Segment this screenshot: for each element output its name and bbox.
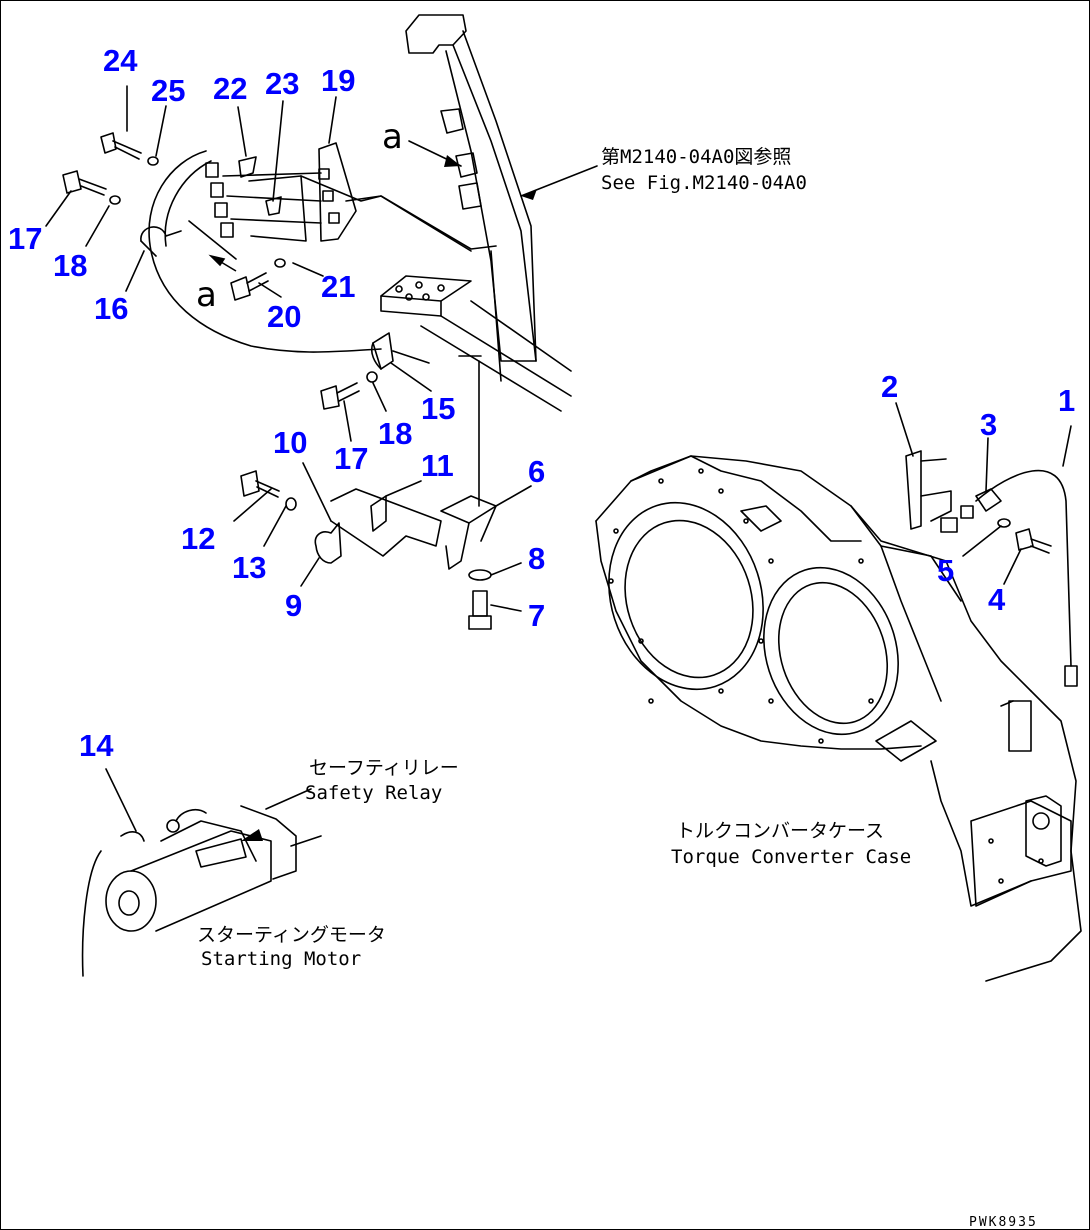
callout-17-top: 17: [8, 221, 42, 256]
safety-relay-label-jp: セーフティリレー: [309, 757, 459, 779]
switch-bracket-drawing: [905, 450, 1052, 554]
wiring-harness-drawing: [62, 132, 497, 353]
leader-lines: [45, 85, 1072, 832]
callout-12: 12: [181, 521, 215, 556]
callout-2: 2: [881, 369, 898, 404]
callout-8: 8: [528, 541, 545, 576]
callout-18-top: 18: [53, 248, 87, 283]
frame-bracket-drawing: [380, 14, 572, 412]
torque-converter-case-drawing: [595, 455, 1082, 982]
callout-25: 25: [151, 73, 185, 108]
callout-23: 23: [265, 66, 299, 101]
callout-1: 1: [1058, 383, 1075, 418]
torque-converter-case-label-jp: トルクコンバータケース: [676, 820, 884, 842]
torque-converter-case-label-en: Torque Converter Case: [671, 846, 911, 868]
callout-17-mid: 17: [334, 441, 368, 476]
callout-20: 20: [267, 299, 301, 334]
drawing-code: PWK8935: [969, 1215, 1038, 1230]
starting-motor-label-jp: スターティングモータ: [197, 924, 386, 946]
callout-22: 22: [213, 71, 247, 106]
callout-11: 11: [421, 448, 454, 483]
safety-relay-label-en: Safety Relay: [305, 782, 442, 804]
callout-7: 7: [528, 598, 545, 633]
callout-6: 6: [528, 454, 545, 489]
callout-9: 9: [285, 588, 302, 623]
starting-motor-drawing: [81, 805, 322, 977]
callout-5: 5: [937, 553, 954, 588]
figure-reference-en: See Fig.M2140-04A0: [601, 172, 807, 194]
starting-motor-label-en: Starting Motor: [201, 948, 361, 970]
callout-15: 15: [421, 391, 455, 426]
callout-21: 21: [321, 269, 355, 304]
figure-reference-jp: 第M2140-04A0図参照: [601, 146, 791, 168]
view-marker-a-lower: a: [196, 275, 217, 315]
callout-3: 3: [980, 407, 997, 442]
callout-4: 4: [988, 582, 1006, 617]
callout-14: 14: [79, 728, 114, 763]
callout-24: 24: [103, 43, 138, 78]
callout-13: 13: [232, 550, 266, 585]
callout-19: 19: [321, 63, 355, 98]
view-marker-a-upper: a: [382, 117, 403, 157]
callout-16: 16: [94, 291, 128, 326]
callout-10: 10: [273, 425, 307, 460]
bracket-assembly-drawing: [240, 332, 497, 630]
callout-18-mid: 18: [378, 416, 412, 451]
